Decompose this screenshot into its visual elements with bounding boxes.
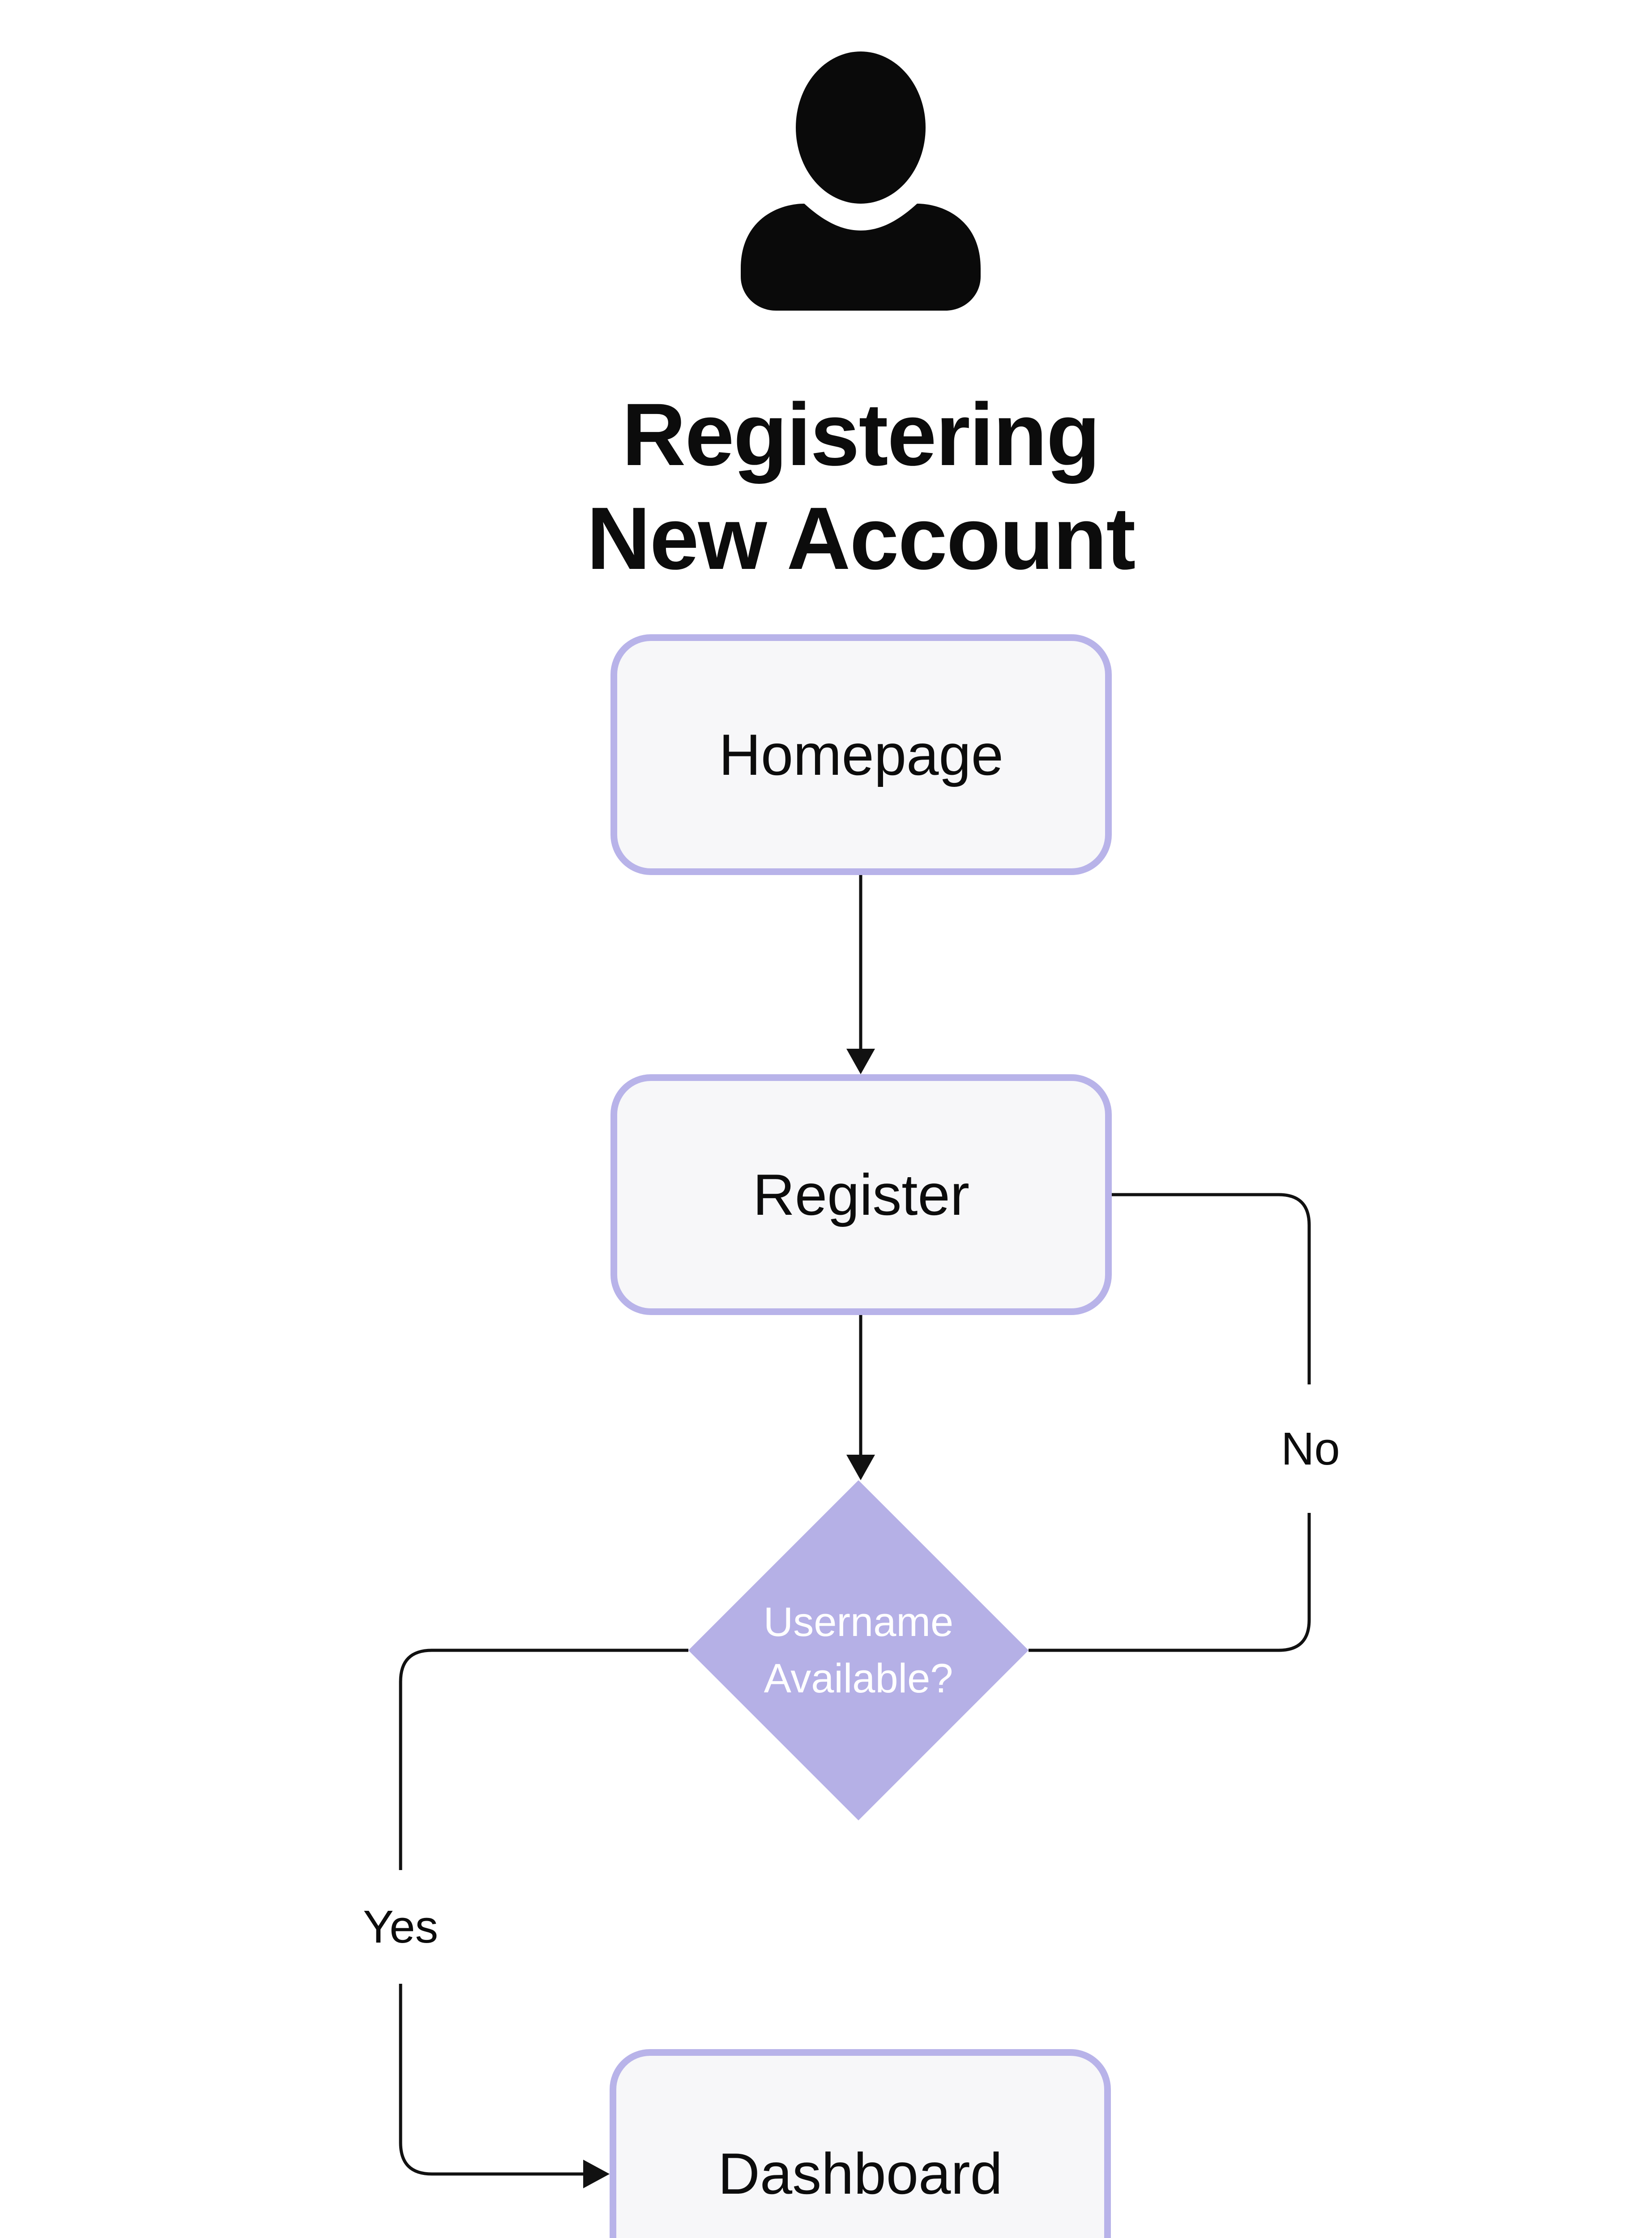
- node-decision-label: Username Available?: [688, 1480, 1029, 1820]
- edge-no-upper: [1112, 1193, 1311, 1384]
- node-dashboard: Dashboard: [610, 2049, 1111, 2238]
- node-register-label: Register: [752, 1162, 970, 1227]
- diagram-title: Registering New Account: [586, 383, 1136, 590]
- arrowhead-into-decision: [846, 1455, 875, 1480]
- person-icon-body: [741, 204, 981, 311]
- arrowhead-into-dashboard: [583, 2160, 610, 2188]
- edge-yes-upper: [399, 1649, 688, 1870]
- person-icon: [741, 51, 981, 311]
- node-homepage: Homepage: [610, 634, 1112, 875]
- node-decision-label-line2: Available?: [764, 1656, 953, 1701]
- node-register: Register: [610, 1074, 1112, 1315]
- diagram-title-line1: Registering: [622, 385, 1100, 484]
- node-decision-label-line1: Username: [763, 1599, 954, 1645]
- edge-no-lower: [1029, 1513, 1311, 1652]
- person-icon-head: [796, 51, 926, 204]
- arrowhead-into-register: [846, 1049, 875, 1074]
- node-homepage-label: Homepage: [719, 722, 1003, 787]
- node-dashboard-label: Dashboard: [718, 2141, 1003, 2206]
- edge-yes-lower: [399, 1984, 586, 2176]
- edge-label-yes: Yes: [363, 1901, 439, 1952]
- edge-label-no: No: [1281, 1423, 1340, 1474]
- decision-diamond-shape: [688, 1480, 1029, 1820]
- diagram-title-line2: New Account: [586, 489, 1136, 588]
